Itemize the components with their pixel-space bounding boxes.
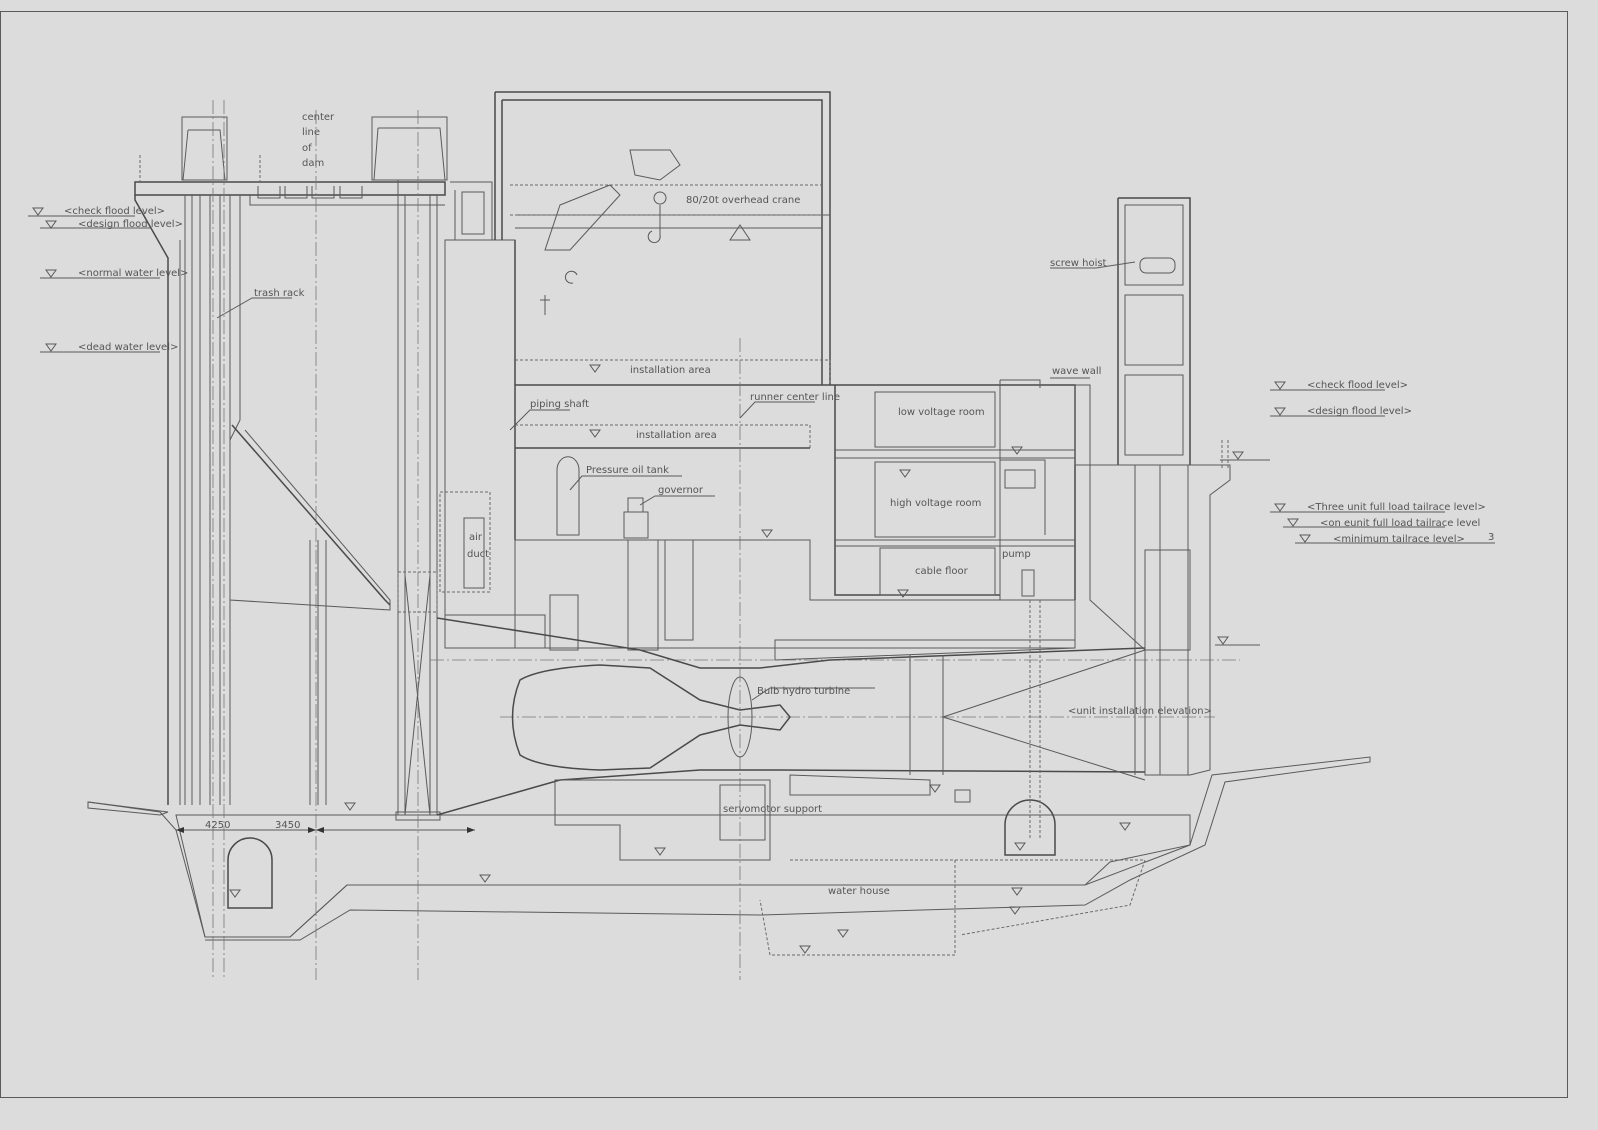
gallery-left <box>227 837 273 909</box>
water-passage: Bulb hydro turbine <unit installation el… <box>436 600 1212 956</box>
gallery-right <box>1004 799 1056 856</box>
crane-hook <box>647 205 661 244</box>
upstream-level-label: <design flood level> <box>78 219 183 230</box>
label-center-line: of <box>302 143 312 154</box>
label-high-voltage-room: high voltage room <box>890 498 981 509</box>
gantry-right <box>371 116 448 181</box>
crane-trolley <box>629 149 681 181</box>
label-pump: pump <box>1002 549 1031 560</box>
label-piping-shaft: piping shaft <box>530 399 589 410</box>
downstream-level-label: <Three unit full load tailrace level> <box>1307 502 1486 513</box>
upstream-water-levels: <check flood level> <design flood level>… <box>28 206 188 353</box>
label-overhead-crane: 80/20t overhead crane <box>686 195 800 206</box>
wave-wall <box>1074 384 1091 466</box>
dimension-label: 3450 <box>275 820 300 831</box>
label-center-line: center <box>302 112 335 123</box>
downstream-level-label: <minimum tailrace level> <box>1333 534 1465 545</box>
label-pressure-oil-tank: Pressure oil tank <box>586 465 669 476</box>
downstream-level-label: <check flood level> <box>1307 380 1408 391</box>
foundation-concrete <box>87 756 1371 941</box>
footnote-mark: 3 <box>1488 532 1494 543</box>
drawing-frame <box>0 11 1568 1098</box>
upstream-level-label: <check flood level> <box>64 206 165 217</box>
label-water-house: water house <box>828 886 890 897</box>
upstream-level-label: <dead water level> <box>78 342 178 353</box>
governor-unit <box>623 511 649 539</box>
pressure-oil-tank <box>556 456 580 536</box>
label-servomotor-support: servomotor support <box>723 804 822 815</box>
bulb-hydro-turbine <box>511 664 791 771</box>
downstream-level-label: <on eunit full load tailrace level <box>1320 518 1480 529</box>
elevation-markers <box>229 364 1131 954</box>
intake-structure <box>134 100 448 980</box>
label-cable-floor: cable floor <box>915 566 969 577</box>
upstream-level-label: <normal water level> <box>78 268 188 279</box>
label-screw-hoist: screw hoist <box>1050 258 1107 269</box>
label-center-line: line <box>302 127 320 138</box>
pump-unit <box>1021 569 1035 597</box>
tailrace-gate-tower: screw hoist <box>1050 197 1270 776</box>
label-air-duct: duct <box>467 549 489 560</box>
label-governor: governor <box>658 485 704 496</box>
gantry-left <box>181 116 228 181</box>
label-installation-area: installation area <box>636 430 717 441</box>
dimension-label: 4250 <box>205 820 230 831</box>
label-wave-wall: wave wall <box>1052 366 1101 377</box>
downstream-water-levels: <check flood level> <design flood level>… <box>1270 380 1495 545</box>
label-center-line: dam <box>302 158 324 169</box>
dimensions: 4250 3450 <box>176 820 475 833</box>
downstream-level-label: <design flood level> <box>1307 406 1412 417</box>
screw-hoist <box>1139 257 1176 274</box>
label-air-duct: air <box>469 532 483 543</box>
label-runner-center-line: runner center line <box>750 392 840 403</box>
label-trash-rack: trash rack <box>254 288 305 299</box>
label-installation-area: installation area <box>630 365 711 376</box>
runner <box>727 676 753 758</box>
control-building: low voltage room high voltage room cable… <box>830 366 1101 600</box>
label-unit-installation-elevation: <unit installation elevation> <box>1068 706 1212 717</box>
label-bulb-hydro-turbine: Bulb hydro turbine <box>757 686 850 697</box>
label-low-voltage-room: low voltage room <box>898 407 985 418</box>
powerhouse: 80/20t overhead crane installation area … <box>430 91 1240 980</box>
